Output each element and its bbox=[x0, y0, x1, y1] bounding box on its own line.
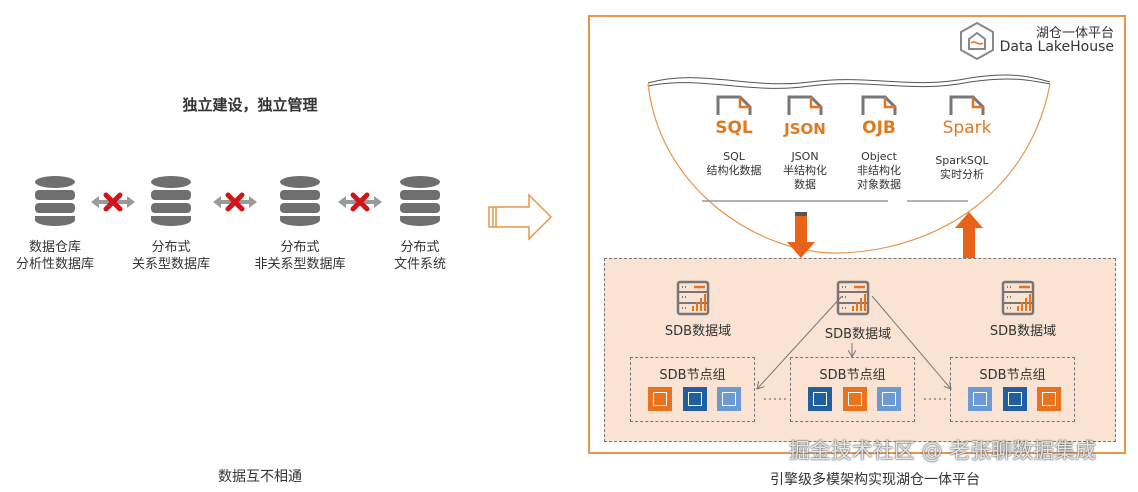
node-group-title: SDB节点组 bbox=[659, 368, 726, 383]
node-icon bbox=[683, 387, 707, 411]
node-icon bbox=[843, 387, 867, 411]
file-icon bbox=[716, 95, 752, 115]
sdb-domain-label: SDB数据域 bbox=[989, 324, 1057, 339]
sdb-node-group: SDB节点组 bbox=[950, 357, 1075, 422]
format-badge-json: JSON bbox=[784, 120, 826, 138]
platform-subtitle: Data LakeHouse bbox=[999, 39, 1114, 55]
lake-bowl bbox=[647, 74, 1051, 254]
node-icon bbox=[968, 387, 992, 411]
sdb-domain-area bbox=[604, 258, 1116, 442]
node-icon bbox=[808, 387, 832, 411]
file-icon bbox=[787, 95, 823, 115]
node-icon bbox=[717, 387, 741, 411]
node-icon bbox=[877, 387, 901, 411]
platform-title: 湖仓一体平台 bbox=[1035, 26, 1114, 41]
lakehouse-logo-icon bbox=[960, 21, 994, 61]
left-caption: 数据互不相通 bbox=[218, 469, 302, 485]
format-badge-spark: Spark bbox=[942, 118, 992, 138]
server-icon bbox=[836, 280, 870, 316]
sdb-domain-label: SDB数据域 bbox=[664, 324, 732, 339]
database-label: 数据仓库分析性数据库 bbox=[15, 240, 94, 272]
right-caption: 引擎级多模架构实现湖仓一体平台 bbox=[770, 472, 980, 488]
server-icon bbox=[1001, 280, 1035, 316]
database-label: 分布式非关系型数据库 bbox=[254, 240, 346, 272]
left-title: 独立建设，独立管理 bbox=[182, 96, 318, 114]
database-label: 分布式关系型数据库 bbox=[131, 240, 210, 272]
database-label: 分布式文件系统 bbox=[393, 240, 446, 272]
lakehouse-frame bbox=[588, 15, 1126, 454]
node-group-title: SDB节点组 bbox=[979, 368, 1046, 383]
format-badge-ojb: OJB bbox=[862, 118, 896, 138]
sdb-node-group: SDB节点组 bbox=[790, 357, 915, 422]
transition-arrow-icon bbox=[488, 193, 553, 241]
node-icon bbox=[648, 387, 672, 411]
server-icon bbox=[676, 280, 710, 316]
up-arrow-icon bbox=[955, 212, 983, 258]
sdb-domain-label: SDB数据域 bbox=[824, 327, 892, 342]
format-badge-sql: SQL bbox=[715, 118, 753, 138]
node-group-title: SDB节点组 bbox=[819, 368, 886, 383]
file-icon bbox=[861, 95, 897, 115]
watermark: 掘金技术社区 @ 老张聊数据集成 bbox=[788, 439, 1097, 463]
down-arrow-icon bbox=[787, 212, 815, 258]
node-icon bbox=[1003, 387, 1027, 411]
file-icon bbox=[949, 95, 985, 115]
node-icon bbox=[1037, 387, 1061, 411]
sdb-node-group: SDB节点组 bbox=[630, 357, 755, 422]
